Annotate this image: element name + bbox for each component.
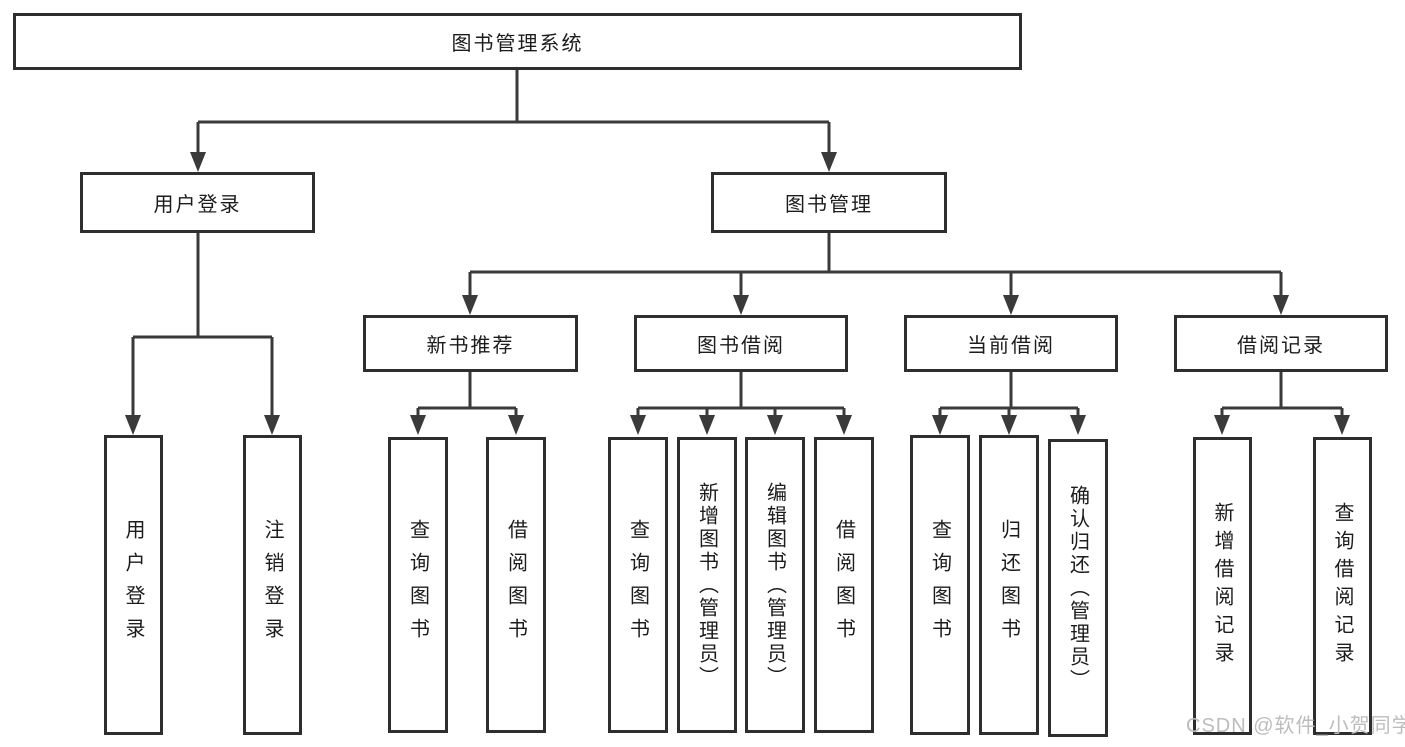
leaf-records-add-record: 新增借阅记录	[1193, 437, 1252, 735]
leaf-current-return-books-label: 归还图书	[997, 519, 1020, 651]
node-new-book-recommend: 新书推荐	[363, 315, 578, 372]
leaf-records-query-record: 查询借阅记录	[1313, 437, 1372, 735]
node-root: 图书管理系统	[13, 13, 1022, 70]
node-borrowing-records: 借阅记录	[1174, 315, 1388, 372]
leaf-borrow-edit-books-admin: 编辑图书（管理员）	[745, 437, 805, 733]
node-book-management-label: 图书管理	[785, 194, 873, 216]
node-user-login-label: 用户登录	[153, 194, 242, 216]
leaf-user-login: 用户登录	[104, 435, 163, 735]
leaf-recommend-borrow-books-label: 借阅图书	[504, 519, 527, 651]
leaf-records-query-record-label: 查询借阅记录	[1331, 502, 1353, 670]
node-current-borrowing-label: 当前借阅	[967, 335, 1055, 357]
leaf-borrow-add-books-admin: 新增图书（管理员）	[677, 437, 737, 733]
leaf-current-query-books: 查询图书	[910, 435, 970, 735]
node-user-login: 用户登录	[80, 172, 315, 233]
leaf-recommend-borrow-books: 借阅图书	[486, 437, 546, 733]
node-borrowing-records-label: 借阅记录	[1237, 335, 1325, 357]
node-root-label: 图书管理系统	[451, 33, 584, 55]
node-book-borrowing: 图书借阅	[634, 315, 848, 372]
node-book-borrowing-label: 图书借阅	[697, 335, 785, 357]
node-book-management: 图书管理	[711, 172, 947, 233]
node-current-borrowing: 当前借阅	[904, 315, 1118, 372]
leaf-borrow-borrow-books: 借阅图书	[814, 437, 874, 733]
leaf-borrow-add-books-admin-label: 新增图书（管理员）	[695, 481, 718, 689]
node-new-book-recommend-label: 新书推荐	[426, 335, 515, 357]
leaf-current-confirm-return-admin-label: 确认归还（管理员）	[1066, 484, 1089, 692]
leaf-borrow-edit-books-admin-label: 编辑图书（管理员）	[763, 481, 786, 689]
leaf-records-add-record-label: 新增借阅记录	[1211, 502, 1233, 670]
leaf-user-login-label: 用户登录	[122, 519, 144, 651]
arrowhead-icons	[125, 152, 1350, 435]
leaf-logout-label: 注销登录	[261, 519, 283, 651]
leaf-borrow-borrow-books-label: 借阅图书	[832, 519, 855, 651]
leaf-current-query-books-label: 查询图书	[928, 519, 951, 651]
leaf-borrow-query-books-label: 查询图书	[626, 519, 649, 651]
leaf-logout: 注销登录	[243, 435, 302, 735]
leaf-current-return-books: 归还图书	[979, 435, 1039, 735]
leaf-current-confirm-return-admin: 确认归还（管理员）	[1048, 439, 1108, 737]
leaf-recommend-query-books: 查询图书	[388, 437, 448, 733]
leaf-borrow-query-books: 查询图书	[608, 437, 668, 733]
leaf-recommend-query-books-label: 查询图书	[406, 519, 429, 651]
watermark: CSDN @软件_小贺同学	[1186, 715, 1405, 737]
